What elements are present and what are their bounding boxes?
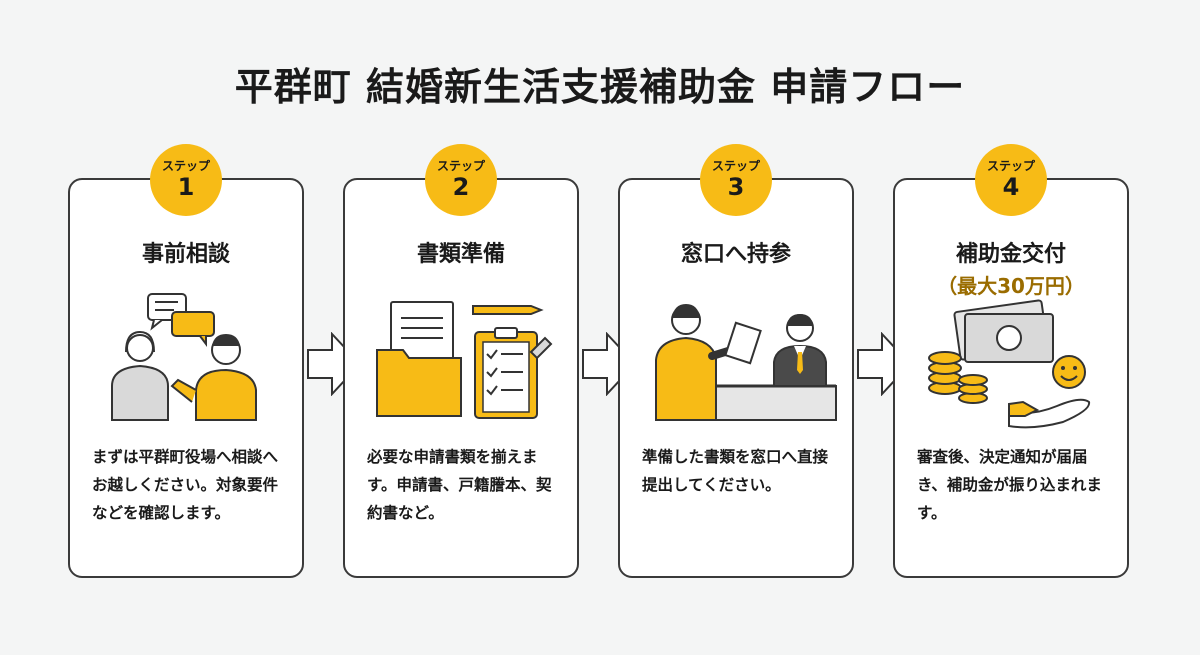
step-badge-label: ステップ [986,159,1035,173]
money-payment-icon [928,299,1091,429]
step-badge-1: ステップ 1 [150,144,222,216]
step-description: 準備した書類を窓口へ直接提出してください。 [642,448,829,494]
step-card-2: ステップ 2 書類準備 必要な申請書類を揃えます。申請書、戸籍謄本、契約書など。 [343,144,579,578]
step-badge-label: ステップ [436,159,485,173]
step-badge-3: ステップ 3 [700,144,772,216]
step-badge-label: ステップ [161,159,210,173]
step-badge-number: 2 [452,173,470,201]
step-badge-number: 3 [727,173,745,201]
step-badge-4: ステップ 4 [975,144,1047,216]
step-badge-label: ステップ [711,159,760,173]
step-title: 補助金交付 [955,242,1066,267]
step-subtitle: （最大30万円） [937,274,1085,298]
step-card-3: ステップ 3 窓口へ持参 準備した書類を窓口へ直接提出してください。 [618,144,854,578]
step-description: まずは平群町役場へ相談へお越しください。対象要件などを確認します。 [92,448,279,522]
step-title: 事前相談 [141,242,230,267]
counter-submission-icon [655,304,837,421]
step-title: 書類準備 [416,242,505,267]
step-description: 審査後、決定通知が届届き、補助金が振り込まれます。 [917,448,1102,522]
step-badge-2: ステップ 2 [425,144,497,216]
step-card-4: ステップ 4 補助金交付 （最大30万円） 審査後、決定通知が届届き、補助金が振… [893,144,1129,578]
step-card-1: ステップ 1 事前相談 まずは平群町役場へ相談へお越しください。対象要件などを確… [68,144,304,578]
documents-icon [376,301,553,419]
step-badge-number: 4 [1002,173,1020,201]
step-badge-number: 1 [177,173,195,201]
step-title: 窓口へ持参 [680,242,791,267]
page-title: 平群町 結婚新生活支援補助金 申請フロー [234,65,966,109]
consultation-icon [111,293,257,421]
step-description: 必要な申請書類を揃えます。申請書、戸籍謄本、契約書など。 [367,448,552,522]
